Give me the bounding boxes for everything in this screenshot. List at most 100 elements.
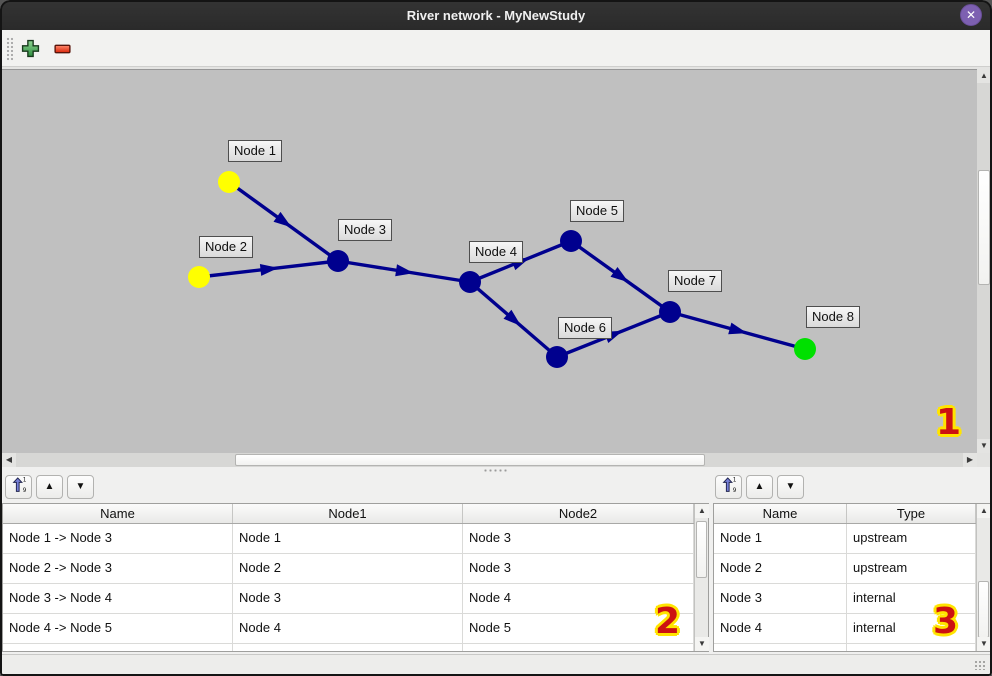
scrollbar-corner: [977, 453, 991, 467]
svg-text:9: 9: [733, 488, 737, 493]
reaches-move-up-button[interactable]: ▲: [36, 475, 63, 499]
canvas-vertical-scrollbar[interactable]: ▲ ▼: [977, 69, 991, 453]
network-node[interactable]: [560, 230, 582, 252]
scroll-left-icon[interactable]: ◀: [2, 453, 16, 467]
vertical-scrollbar-thumb[interactable]: [978, 170, 990, 285]
network-node[interactable]: [327, 250, 349, 272]
column-header: Name: [714, 504, 847, 523]
table-row: [3, 644, 694, 651]
table-cell[interactable]: Node 1 -> Node 3: [3, 524, 233, 553]
column-header: Node1: [233, 504, 463, 523]
splitter-grip-icon: [483, 468, 509, 473]
down-triangle-icon: ▼: [785, 481, 796, 492]
table-cell[interactable]: Node 3: [714, 584, 847, 613]
table-cell[interactable]: Node 3 -> Node 4: [3, 584, 233, 613]
node-label: Node 6: [558, 317, 612, 339]
table-cell[interactable]: Node 1: [714, 524, 847, 553]
network-node[interactable]: [459, 271, 481, 293]
reaches-sort-button[interactable]: 1 9: [5, 475, 32, 499]
reaches-table-scrollbar[interactable]: ▲ ▼: [694, 504, 709, 651]
table-cell[interactable]: internal: [847, 584, 976, 613]
reaches-move-down-button[interactable]: ▼: [67, 475, 94, 499]
annotation-1: 1: [936, 402, 962, 443]
table-cell[interactable]: Node 4: [463, 584, 694, 613]
nodes-sort-button[interactable]: 1 9: [715, 475, 742, 499]
table-cell[interactable]: Node 3: [463, 554, 694, 583]
title-bar: River network - MyNewStudy ✕: [0, 0, 992, 30]
table-cell[interactable]: Node 4: [233, 614, 463, 643]
main-toolbar: [0, 30, 992, 67]
table-row: [714, 644, 976, 651]
scroll-right-icon[interactable]: ▶: [963, 453, 977, 467]
node-label: Node 3: [338, 219, 392, 241]
column-header: Node2: [463, 504, 694, 523]
scroll-up-icon[interactable]: ▲: [977, 504, 991, 518]
nodes-move-down-button[interactable]: ▼: [777, 475, 804, 499]
network-node[interactable]: [794, 338, 816, 360]
table-cell[interactable]: upstream: [847, 524, 976, 553]
nodes-move-up-button[interactable]: ▲: [746, 475, 773, 499]
window-title: River network - MyNewStudy: [406, 7, 586, 23]
table-cell[interactable]: internal: [847, 614, 976, 643]
river-network-diagram: [188, 171, 816, 368]
scroll-up-icon[interactable]: ▲: [695, 504, 709, 518]
network-node[interactable]: [659, 301, 681, 323]
close-button[interactable]: ✕: [960, 4, 982, 26]
table-cell[interactable]: upstream: [847, 554, 976, 583]
toolbar-drag-handle-icon[interactable]: [6, 37, 13, 61]
node-label: Node 1: [228, 140, 282, 162]
table-cell[interactable]: Node 4: [714, 614, 847, 643]
scroll-up-icon[interactable]: ▲: [977, 69, 991, 83]
table-cell[interactable]: Node 3: [233, 584, 463, 613]
horizontal-splitter[interactable]: [0, 467, 992, 474]
canvas-horizontal-scrollbar[interactable]: ◀ ▶: [2, 453, 977, 467]
network-node[interactable]: [546, 346, 568, 368]
scroll-down-icon[interactable]: ▼: [695, 637, 709, 651]
add-button[interactable]: [20, 39, 40, 59]
scrollbar-thumb[interactable]: [978, 581, 989, 638]
remove-button[interactable]: [52, 39, 72, 59]
scrollbar-thumb[interactable]: [696, 521, 707, 578]
table-cell: [847, 644, 976, 651]
flow-arrow-icon: [503, 309, 522, 326]
minus-icon: [53, 44, 71, 54]
node-label: Node 4: [469, 241, 523, 263]
nodes-table-scrollbar[interactable]: ▲ ▼: [976, 504, 991, 651]
table-cell: [714, 644, 847, 651]
table-cell[interactable]: Node 4 -> Node 5: [3, 614, 233, 643]
table-cell[interactable]: Node 1: [233, 524, 463, 553]
resize-grip-icon[interactable]: [974, 660, 987, 670]
table-cell: [463, 644, 694, 651]
network-node[interactable]: [218, 171, 240, 193]
horizontal-scrollbar-thumb[interactable]: [235, 454, 705, 466]
sort-ascending-icon: 1 9: [12, 477, 27, 494]
plus-icon: [21, 39, 39, 58]
table-cell[interactable]: Node 2 -> Node 3: [3, 554, 233, 583]
table-cell: [3, 644, 233, 651]
network-node[interactable]: [188, 266, 210, 288]
flow-arrow-icon: [259, 264, 279, 276]
down-triangle-icon: ▼: [75, 481, 86, 492]
table-cell[interactable]: Node 2: [233, 554, 463, 583]
flow-arrow-icon: [273, 211, 292, 228]
table-cell[interactable]: Node 2: [714, 554, 847, 583]
table-cell[interactable]: Node 3: [463, 524, 694, 553]
scroll-down-icon[interactable]: ▼: [977, 637, 991, 651]
scroll-down-icon[interactable]: ▼: [977, 439, 991, 453]
table-cell[interactable]: Node 5: [463, 614, 694, 643]
